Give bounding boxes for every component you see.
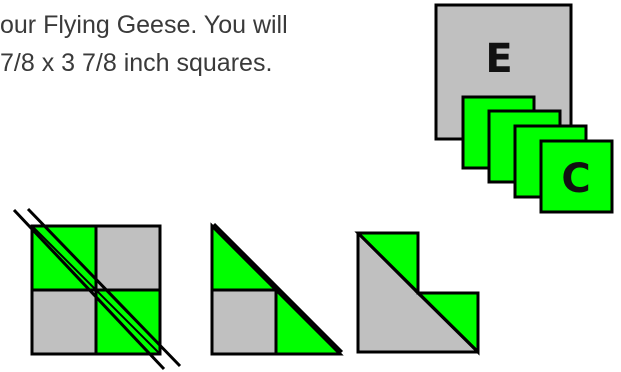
green-triangle-top bbox=[212, 226, 276, 290]
label-e: E bbox=[485, 36, 512, 82]
green-triangle-bottom bbox=[276, 290, 340, 354]
label-c: C bbox=[561, 156, 590, 202]
fabric-stack-group: E C bbox=[436, 5, 612, 212]
unit-with-cut-lines bbox=[14, 209, 180, 369]
cut-triangle-unit bbox=[212, 224, 342, 354]
pressed-unit bbox=[358, 233, 478, 352]
